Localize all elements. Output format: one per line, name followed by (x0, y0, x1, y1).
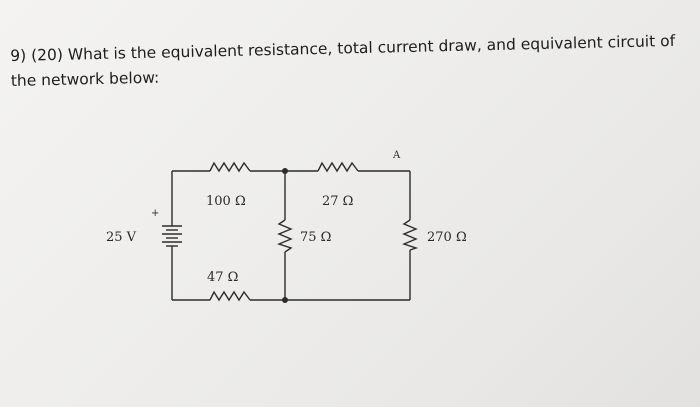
label-47-ohm: 47 Ω (207, 270, 238, 285)
source-plus-label: + (151, 208, 159, 219)
junction-top (282, 168, 288, 174)
circuit-wires (171, 170, 411, 301)
resistor-27 (317, 161, 359, 173)
junction-bottom (282, 297, 288, 303)
node-a-label: A (392, 150, 401, 161)
source-voltage-label: 25 V (106, 230, 137, 245)
label-100-ohm: 100 Ω (206, 194, 246, 209)
resistor-47 (209, 290, 251, 302)
label-270-ohm: 270 Ω (427, 230, 467, 245)
label-75-ohm: 75 Ω (300, 230, 331, 245)
resistor-75 (277, 219, 293, 253)
label-27-ohm: 27 Ω (322, 194, 353, 209)
resistor-270 (402, 219, 419, 251)
battery-symbol (162, 225, 182, 247)
resistor-100 (209, 161, 251, 173)
